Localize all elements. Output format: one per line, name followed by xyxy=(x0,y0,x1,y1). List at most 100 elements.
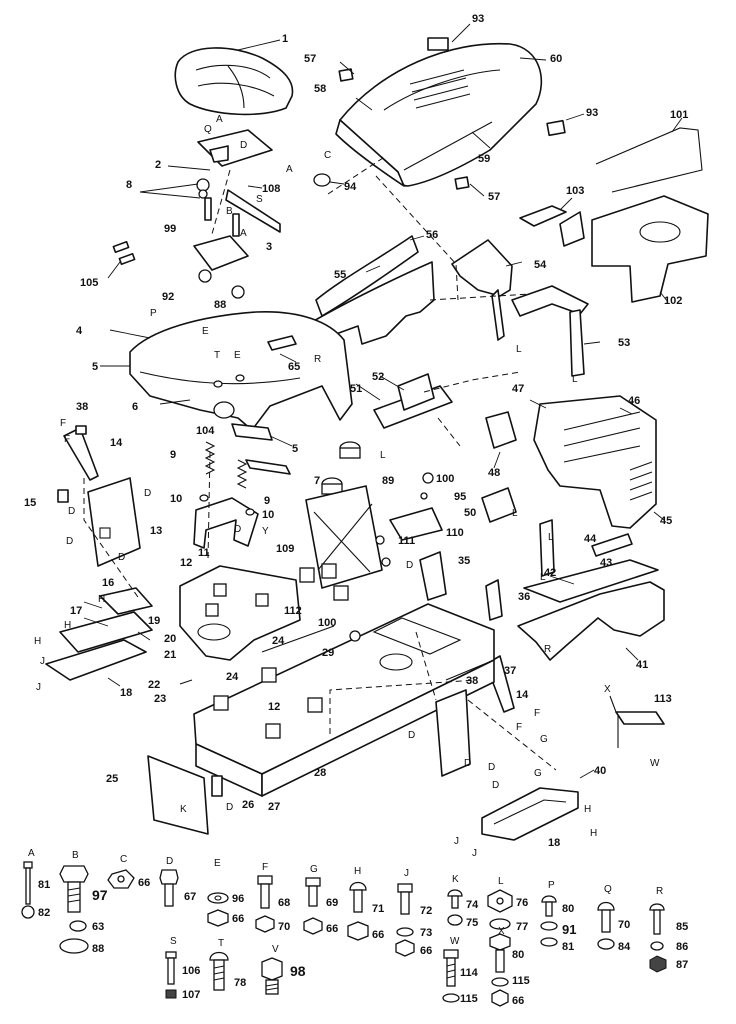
seat-bracket xyxy=(193,494,259,549)
callout-57b: 57 xyxy=(488,191,500,203)
seat-plate xyxy=(139,129,281,299)
hardware-115: 115 xyxy=(460,993,478,1005)
callout-43: 43 xyxy=(600,557,612,569)
callout-46: 46 xyxy=(628,395,640,407)
hardware-71: 71 xyxy=(372,903,384,915)
callout-51: 51 xyxy=(350,383,362,395)
callout-5b: 5 xyxy=(292,443,298,455)
hardware-a: A 81 82 xyxy=(21,848,50,919)
hardware-d-key: D xyxy=(166,856,173,867)
letter-r: R xyxy=(314,354,321,365)
hardware-85: 85 xyxy=(676,921,688,933)
hardware-key: A 81 82 B 97 63 88 C 66 D xyxy=(21,848,688,1007)
hardware-j: J 72 73 66 xyxy=(395,868,432,957)
hardware-63: 63 xyxy=(92,921,104,933)
callout-36: 36 xyxy=(518,591,530,603)
letter-p: P xyxy=(150,308,157,319)
callout-21: 21 xyxy=(164,649,176,661)
hood-rod xyxy=(595,117,703,193)
callout-108: 108 xyxy=(262,183,280,195)
hardware-98: 98 xyxy=(290,963,306,979)
callout-58: 58 xyxy=(314,83,326,95)
frame-bracket xyxy=(355,373,517,469)
letter-d4: D xyxy=(118,552,125,563)
hardware-66h: 66 xyxy=(372,929,384,941)
hardware-l: L 76 77 xyxy=(487,876,528,933)
callout-1: 1 xyxy=(282,33,288,45)
callout-28: 28 xyxy=(314,767,326,779)
hood-vents xyxy=(409,69,471,109)
letter-x: X xyxy=(604,684,611,695)
hardware-97: 97 xyxy=(92,887,108,903)
hardware-f-key: F xyxy=(262,862,268,873)
letter-d6: D xyxy=(234,524,241,535)
hardware-g-key: G xyxy=(310,864,318,875)
callout-53: 53 xyxy=(618,337,630,349)
callout-42: 42 xyxy=(544,567,556,579)
hardware-70: 70 xyxy=(278,921,290,933)
callout-26: 26 xyxy=(242,799,254,811)
hardware-t: T 78 xyxy=(209,938,246,991)
letter-d10: D xyxy=(488,762,495,773)
callout-7: 7 xyxy=(314,475,320,487)
hardware-96: 96 xyxy=(232,893,244,905)
callout-13: 13 xyxy=(150,525,162,537)
hardware-115x: 115 xyxy=(512,975,530,987)
callout-44: 44 xyxy=(584,533,597,545)
callout-27: 27 xyxy=(268,801,280,813)
callout-65: 65 xyxy=(288,361,300,373)
hardware-h-key: H xyxy=(354,866,361,877)
callout-109: 109 xyxy=(276,543,294,555)
callout-50: 50 xyxy=(464,507,476,519)
hardware-r: R 85 86 87 xyxy=(649,886,688,973)
hardware-p: P 80 91 81 xyxy=(540,880,576,953)
hardware-x: X 80 115 66 xyxy=(489,926,530,1007)
callout-45: 45 xyxy=(660,515,672,527)
hardware-66j: 66 xyxy=(420,945,432,957)
callout-94: 94 xyxy=(344,181,357,193)
callout-112: 112 xyxy=(284,605,302,617)
letter-d5: D xyxy=(144,488,151,499)
callout-18b: 18 xyxy=(548,837,560,849)
callout-103: 103 xyxy=(566,185,584,197)
hardware-91: 91 xyxy=(562,922,576,937)
seat xyxy=(174,39,294,116)
callout-35: 35 xyxy=(458,555,470,567)
callout-59: 59 xyxy=(478,153,490,165)
hardware-c: C 66 xyxy=(107,854,150,889)
hardware-78: 78 xyxy=(234,977,246,989)
callout-22: 22 xyxy=(148,679,160,691)
callout-6: 6 xyxy=(132,401,138,413)
callout-14b: 14 xyxy=(516,689,529,701)
callout-29: 29 xyxy=(322,647,334,659)
letter-j3: J xyxy=(454,836,459,847)
letter-a: A xyxy=(216,114,223,125)
callout-12: 12 xyxy=(180,557,192,569)
callout-18: 18 xyxy=(120,687,132,699)
hardware-68: 68 xyxy=(278,897,290,909)
seat-support xyxy=(179,563,349,661)
hardware-v: V 98 xyxy=(261,944,306,995)
letter-l4: L xyxy=(512,508,518,519)
letter-f4: F xyxy=(534,708,540,719)
hardware-x-key: X xyxy=(498,926,505,937)
hardware-l-key: L xyxy=(498,876,504,887)
callout-14: 14 xyxy=(110,437,123,449)
callout-37: 37 xyxy=(504,665,516,677)
letter-h3: H xyxy=(34,636,41,647)
callout-100: 100 xyxy=(436,473,454,485)
letter-h5: H xyxy=(590,828,597,839)
hood-bracket xyxy=(519,197,585,247)
callout-99: 99 xyxy=(164,223,176,235)
hardware-k-key: K xyxy=(452,874,459,885)
hardware-q: Q 70 84 xyxy=(597,884,631,953)
letter-j4: J xyxy=(472,848,477,859)
callout-93: 93 xyxy=(472,13,484,25)
callout-15: 15 xyxy=(24,497,36,509)
hardware-72: 72 xyxy=(420,905,432,917)
letter-d2: D xyxy=(68,506,75,517)
callout-10b: 10 xyxy=(262,509,274,521)
callout-52: 52 xyxy=(372,371,384,383)
callout-23: 23 xyxy=(154,693,166,705)
assembly-lines xyxy=(83,155,557,771)
